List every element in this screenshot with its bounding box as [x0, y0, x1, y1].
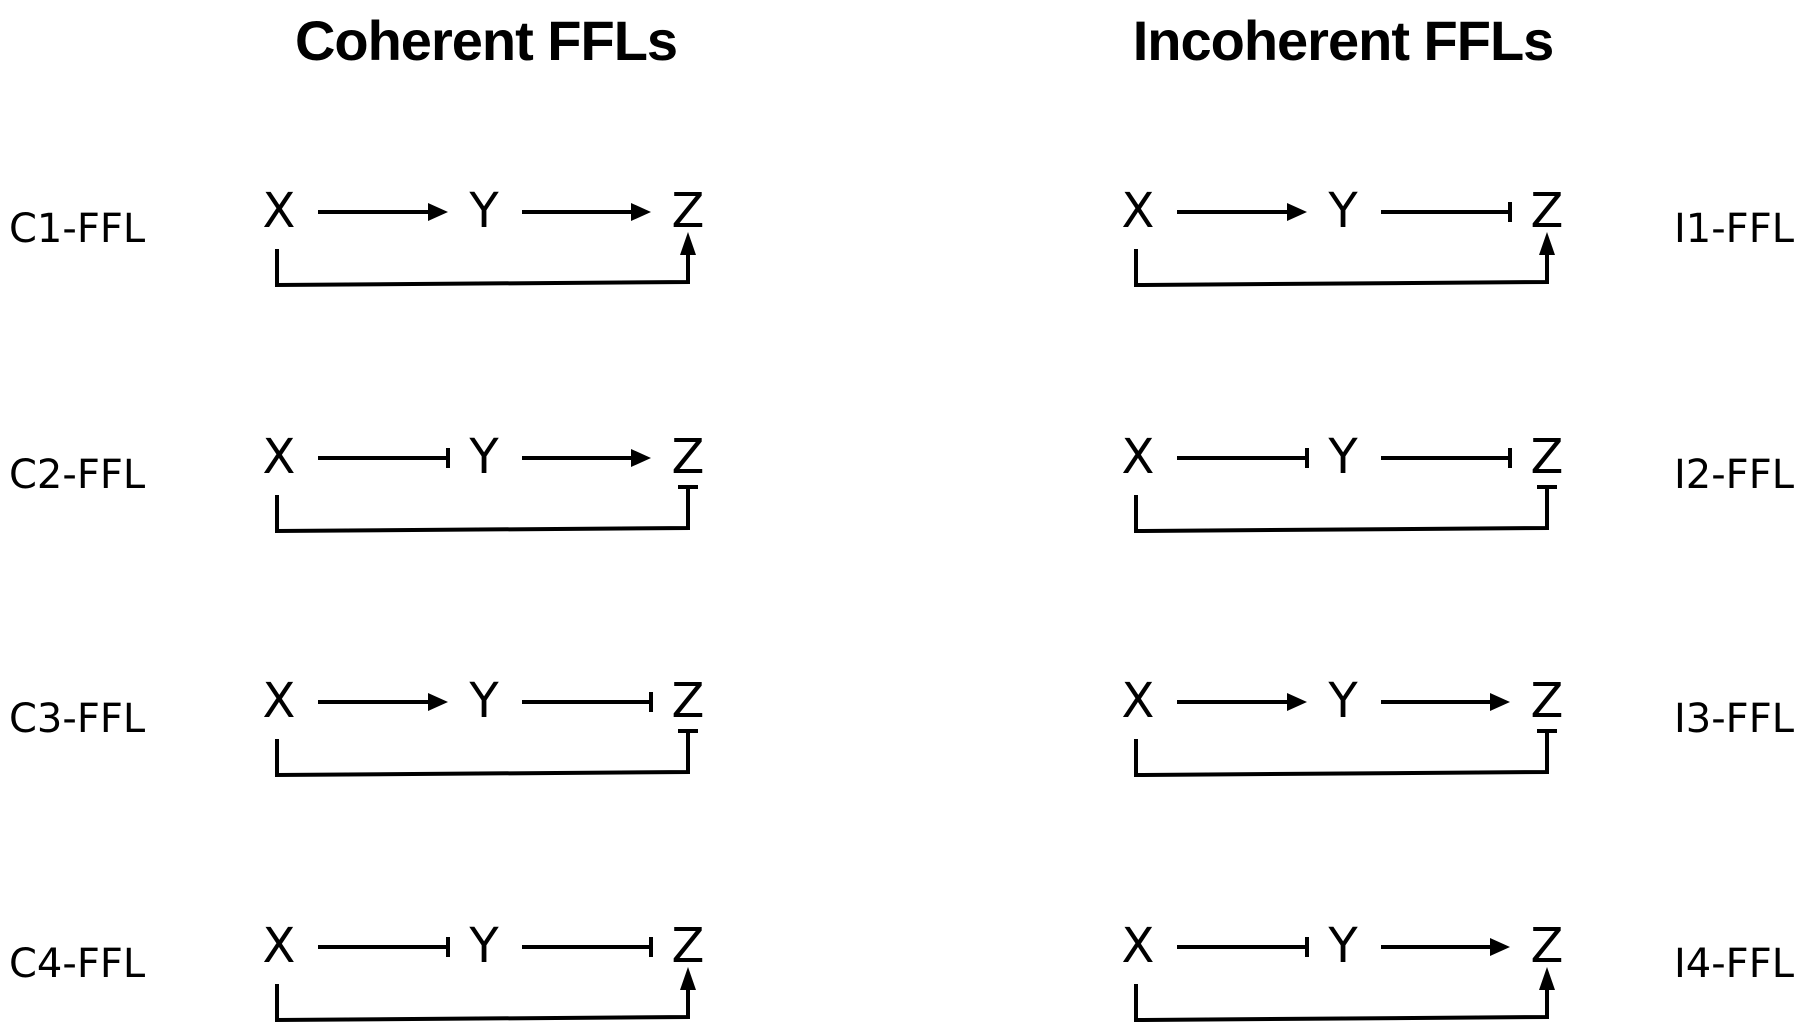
node-x: X — [1122, 429, 1155, 485]
ffl-label: C3-FFL — [9, 696, 146, 742]
coherent-ffl-row: C2-FFL X Y Z — [9, 429, 705, 534]
coherent-title: Coherent FFLs — [295, 9, 677, 72]
incoherent-ffl-row: I1-FFL X Y Z — [1122, 183, 1795, 288]
node-y: Y — [468, 918, 499, 974]
edge-x-z-activation — [1134, 232, 1555, 288]
coherent-ffl-row: C4-FFL X Y Z — [9, 918, 705, 1023]
node-x: X — [263, 673, 296, 729]
edge-y-z-repression — [522, 692, 653, 712]
incoherent-title: Incoherent FFLs — [1133, 9, 1554, 72]
node-z: Z — [1531, 183, 1564, 239]
node-z: Z — [672, 673, 705, 729]
edge-x-y-activation — [1177, 693, 1307, 711]
edge-x-z-repression — [1134, 729, 1557, 778]
ffl-label: I4-FFL — [1674, 941, 1795, 987]
node-x: X — [1122, 183, 1155, 239]
edge-y-z-activation — [522, 203, 651, 221]
node-x: X — [263, 429, 296, 485]
node-x: X — [263, 183, 296, 239]
edge-y-z-repression — [1381, 448, 1512, 468]
edge-x-z-activation — [1134, 967, 1555, 1023]
arrowhead-icon — [1490, 938, 1510, 956]
edge-x-y-repression — [318, 937, 450, 957]
edge-y-z-activation — [1381, 693, 1510, 711]
node-z: Z — [672, 183, 705, 239]
edge-x-z-repression — [1134, 485, 1557, 534]
edge-x-y-repression — [1177, 448, 1309, 468]
node-x: X — [1122, 918, 1155, 974]
node-y: Y — [1327, 183, 1358, 239]
node-y: Y — [1327, 429, 1358, 485]
edge-y-z-repression — [522, 937, 653, 957]
edge-x-y-activation — [1177, 203, 1307, 221]
incoherent-ffl-row: I3-FFL X Y Z — [1122, 673, 1795, 778]
incoherent-ffl-row: I4-FFL X Y Z — [1122, 918, 1795, 1023]
edge-x-z-repression — [275, 729, 698, 778]
edge-x-y-activation — [318, 203, 448, 221]
edge-x-y-activation — [318, 693, 448, 711]
node-z: Z — [1531, 918, 1564, 974]
ffl-label: C1-FFL — [9, 206, 146, 252]
arrowhead-icon — [680, 967, 696, 990]
arrowhead-icon — [631, 203, 651, 221]
node-y: Y — [1327, 673, 1358, 729]
arrowhead-icon — [1490, 693, 1510, 711]
incoherent-ffl-row: I2-FFL X Y Z — [1122, 429, 1795, 534]
arrowhead-icon — [428, 693, 448, 711]
ffl-label: I1-FFL — [1674, 206, 1795, 252]
node-y: Y — [468, 183, 499, 239]
node-y: Y — [468, 429, 499, 485]
coherent-ffl-row: C1-FFL X Y Z — [9, 183, 705, 288]
arrowhead-icon — [428, 203, 448, 221]
node-z: Z — [672, 429, 705, 485]
node-x: X — [263, 918, 296, 974]
edge-y-z-activation — [1381, 938, 1510, 956]
arrowhead-icon — [1539, 967, 1555, 990]
coherent-ffl-row: C3-FFL X Y Z — [9, 673, 705, 778]
ffl-label: I3-FFL — [1674, 696, 1795, 742]
arrowhead-icon — [1539, 232, 1555, 255]
edge-x-z-activation — [275, 232, 696, 288]
node-z: Z — [1531, 673, 1564, 729]
edge-x-z-activation — [275, 967, 696, 1023]
edge-y-z-repression — [1381, 202, 1512, 222]
arrowhead-icon — [680, 232, 696, 255]
node-y: Y — [1327, 918, 1358, 974]
ffl-label: C2-FFL — [9, 452, 146, 498]
edge-x-y-repression — [1177, 937, 1309, 957]
arrowhead-icon — [1287, 693, 1307, 711]
node-z: Z — [672, 918, 705, 974]
arrowhead-icon — [631, 449, 651, 467]
edge-y-z-activation — [522, 449, 651, 467]
node-y: Y — [468, 673, 499, 729]
edge-x-y-repression — [318, 448, 450, 468]
arrowhead-icon — [1287, 203, 1307, 221]
ffl-label: I2-FFL — [1674, 452, 1795, 498]
node-x: X — [1122, 673, 1155, 729]
ffl-label: C4-FFL — [9, 941, 146, 987]
edge-x-z-repression — [275, 485, 698, 534]
node-z: Z — [1531, 429, 1564, 485]
